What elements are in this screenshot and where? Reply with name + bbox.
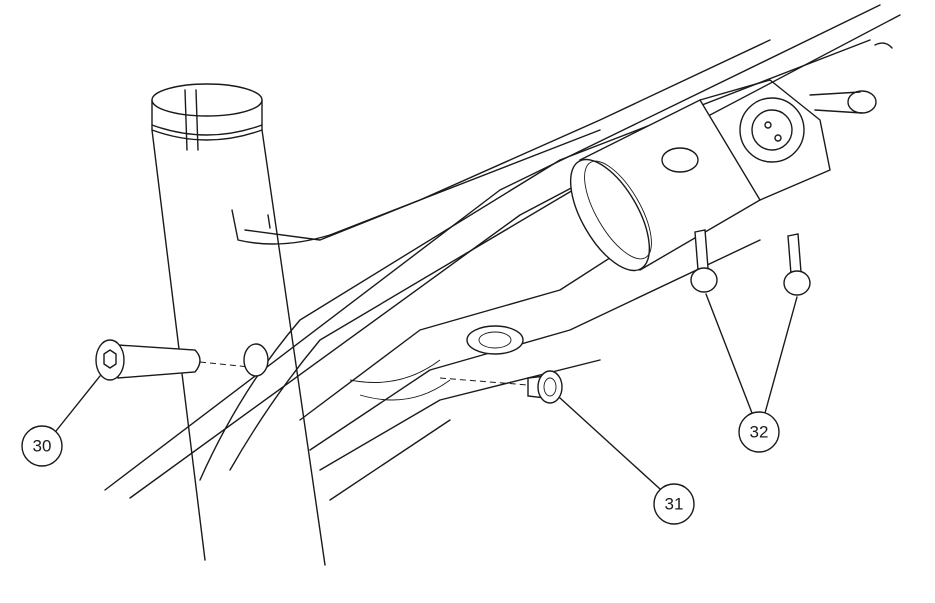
callout-32: 32	[705, 293, 798, 453]
callout-30: 30	[21, 375, 101, 467]
callout-label: 30	[33, 437, 52, 456]
callout-31: 31	[559, 397, 695, 525]
shock-mount-bolts	[690, 229, 811, 296]
pivot-axle-bolt	[95, 339, 269, 381]
frame-tubes	[104, 4, 901, 501]
washer-bolt	[439, 370, 563, 404]
seat-tube	[151, 83, 331, 566]
rear-shock	[466, 42, 893, 355]
callout-label: 32	[750, 423, 769, 442]
callout-label: 31	[665, 495, 684, 514]
